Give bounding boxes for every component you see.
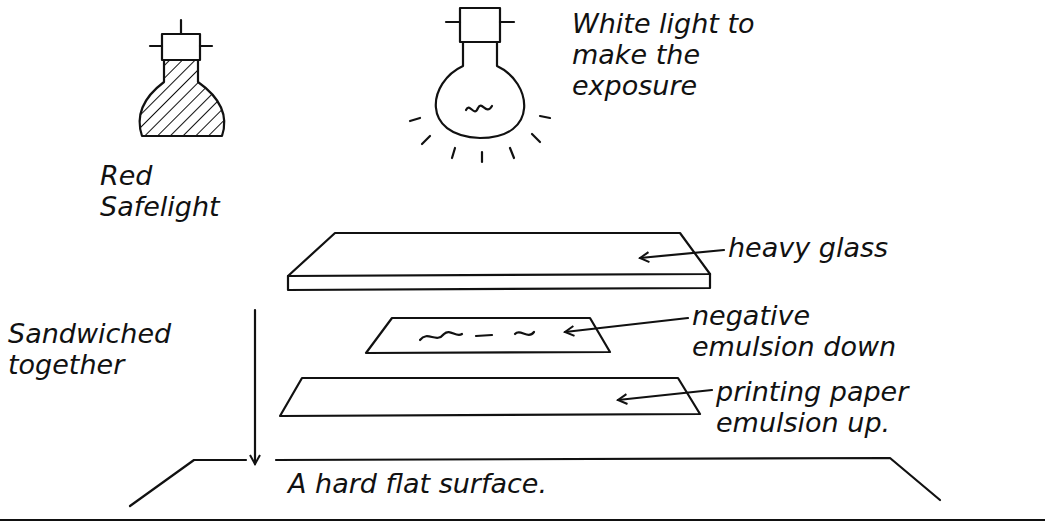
leader-line (565, 318, 688, 332)
annotation-label: printing paper emulsion up. (716, 376, 966, 438)
white-light-bulb (410, 8, 550, 162)
annotation-label: Sandwiched together (8, 318, 198, 380)
leader-line (640, 250, 724, 258)
negative (366, 318, 610, 353)
annotation-label: heavy glass (728, 232, 988, 263)
sandwich-arrow (254, 310, 256, 464)
heavy-glass (288, 233, 710, 290)
annotation-label: negative emulsion down (692, 300, 932, 362)
annotation-label: Red Safelight (100, 160, 250, 222)
surface-outline: A hard flat surface. (128, 456, 944, 520)
table-edge (0, 519, 1045, 521)
leader-line (618, 390, 712, 400)
annotation-label: White light to make the exposure (572, 8, 787, 101)
surface-label: A hard flat surface. (288, 468, 547, 499)
safelight-bulb (140, 20, 225, 136)
